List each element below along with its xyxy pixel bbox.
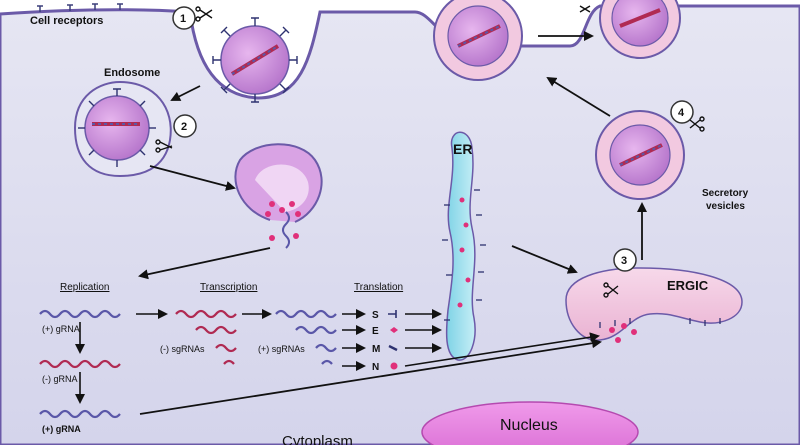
- exocytosis-vesicle-right: [599, 0, 681, 59]
- label-pos-grna: (+) gRNA: [42, 324, 80, 334]
- section-translation: Translation: [354, 282, 403, 293]
- protein-e: E: [372, 326, 379, 337]
- secretory-vesicle: [595, 110, 685, 200]
- endoplasmic-reticulum: [442, 131, 486, 361]
- svg-text:2: 2: [181, 121, 187, 133]
- nucleus: [421, 401, 639, 445]
- scissors-icon: [195, 6, 213, 22]
- endosome: [73, 80, 172, 178]
- pos-sgrna-strand: [315, 343, 337, 353]
- cell-receptors: [37, 3, 123, 12]
- pos-sgrna-strand: [321, 359, 333, 365]
- neg-sgrna-strand: [215, 343, 237, 353]
- protein-n: N: [372, 362, 379, 373]
- flow-arrows: [138, 31, 647, 415]
- svg-text:4: 4: [678, 107, 685, 119]
- step-marker-1: 1: [172, 6, 196, 30]
- pos-sgrna-strand: [275, 309, 337, 319]
- cytoplasm-label: Cytoplasm: [282, 433, 353, 445]
- endosome-label: Endosome: [104, 67, 160, 79]
- section-replication: Replication: [60, 282, 109, 293]
- svg-text:3: 3: [621, 255, 627, 267]
- svg-text:1: 1: [180, 13, 186, 25]
- ergic-label: ERGIC: [667, 278, 709, 293]
- neg-sgrna-strand: [175, 309, 237, 319]
- virion-entry: [212, 17, 298, 103]
- er-label: ER: [453, 141, 472, 157]
- envelope-protein-glyph: [390, 327, 398, 333]
- pos-sgrna-strand: [295, 325, 337, 335]
- scissors-icon: [689, 116, 705, 132]
- pos-grna-strand: [39, 309, 121, 319]
- neg-sgrna-strand: [195, 325, 237, 335]
- step-marker-2: 2: [173, 114, 197, 138]
- step-marker-4: 4: [670, 100, 694, 124]
- scissors-icon: [579, 5, 591, 13]
- secretory-vesicles-label-line1: Secretory: [702, 188, 749, 199]
- protein-s: S: [372, 310, 379, 321]
- nucleus-label: Nucleus: [500, 417, 558, 434]
- neg-sgrna-strand: [223, 359, 235, 365]
- nucleocapsid-protein-glyph: [390, 362, 398, 370]
- neg-grna-strand: [39, 359, 121, 369]
- label-neg-grna: (-) gRNA: [42, 374, 78, 384]
- section-transcription: Transcription: [200, 282, 257, 293]
- pos-grna-final-strand: [39, 409, 121, 419]
- protein-m: M: [372, 344, 380, 355]
- membrane-protein-glyph: [388, 344, 398, 352]
- uncoating-vesicle: [234, 143, 323, 249]
- exocytosis-vesicle-left: [433, 0, 523, 81]
- scissors-icon: [155, 139, 173, 153]
- label-neg-sgrnas: (-) sgRNAs: [160, 344, 205, 354]
- step-marker-3: 3: [613, 248, 637, 272]
- scissors-icon: [603, 282, 619, 298]
- label-pos-grna-final: (+) gRNA: [42, 424, 81, 434]
- spike-protein-glyph: [388, 310, 397, 318]
- secretory-vesicles-label-line2: vesicles: [706, 201, 745, 212]
- label-pos-sgrnas: (+) sgRNAs: [258, 344, 305, 354]
- cell-receptors-label: Cell receptors: [30, 15, 103, 27]
